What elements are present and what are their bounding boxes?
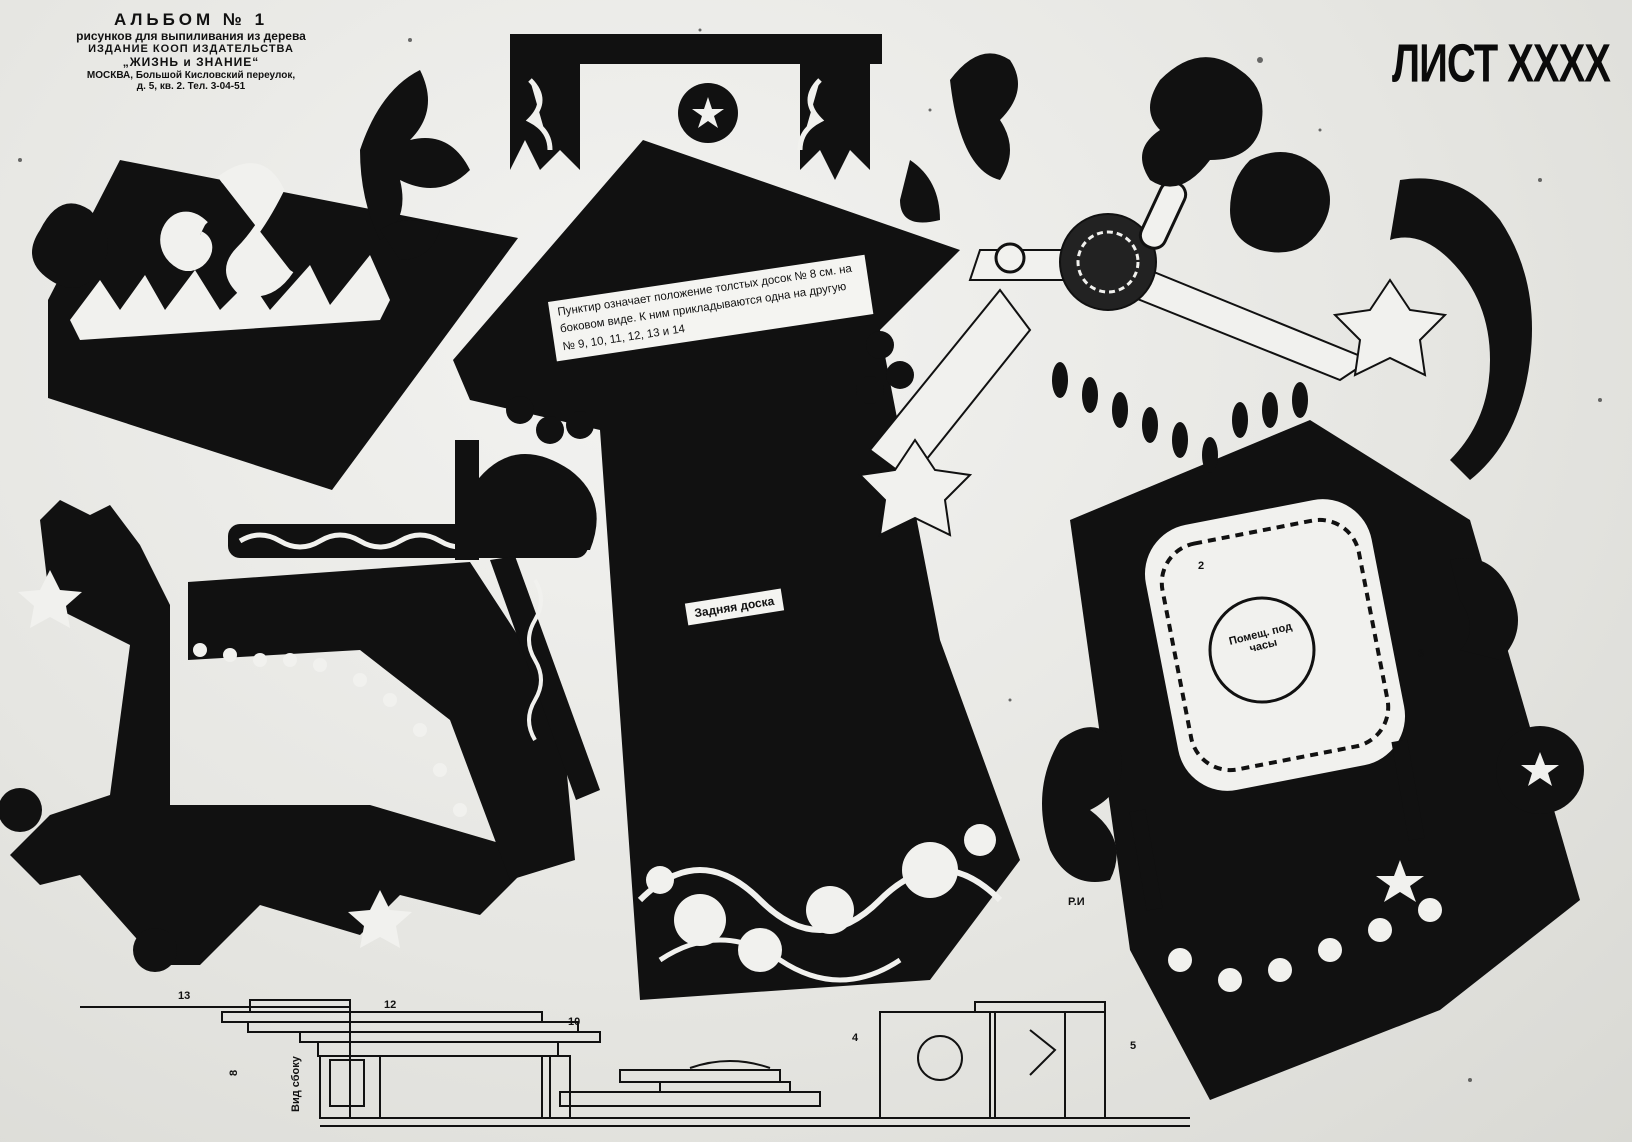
initials-label: Р.И (1068, 896, 1085, 908)
side-view-drawing (80, 999, 1190, 1127)
top-right-ornaments (900, 53, 1584, 814)
number-label: 4 (852, 1032, 859, 1044)
clock-housing (1070, 420, 1580, 1100)
album-subtitle: рисунков для выпиливания из дерева (76, 28, 306, 43)
publisher-name: „ЖИЗНЬ и ЗНАНИЕ“ (122, 54, 260, 69)
album-header: АЛЬБОМ № 1 рисунков для выпиливания из д… (6, 10, 376, 93)
number-label: 3 (1418, 648, 1425, 660)
number-label: 12 (384, 999, 397, 1011)
number-label: 2 (1198, 560, 1205, 572)
address-line-2: д. 5, кв. 2. Тел. 3-04-51 (136, 81, 246, 93)
small-monogram (1042, 727, 1122, 882)
sheet-number: ЛИСТ ХХХХ (1392, 34, 1611, 94)
side-view-label: Вид сбоку (290, 1056, 302, 1112)
number-label: 5 (1130, 1040, 1137, 1052)
address-line-1: МОСКВА, Большой Кисловский переулок, (86, 69, 296, 81)
number-label: 8 (228, 1069, 240, 1076)
album-title: АЛЬБОМ № 1 (113, 10, 269, 29)
publisher-line: ИЗДАНИЕ КООП ИЗДАТЕЛЬСТВА (88, 43, 294, 56)
monogram-board (32, 70, 518, 490)
number-label: 10 (568, 1016, 581, 1028)
frieze-top (510, 34, 882, 180)
left-corner-piece (0, 500, 540, 972)
gallery-frame (857, 180, 1448, 537)
diagonal-lattice-board (188, 440, 600, 880)
number-label: 13 (178, 990, 191, 1002)
